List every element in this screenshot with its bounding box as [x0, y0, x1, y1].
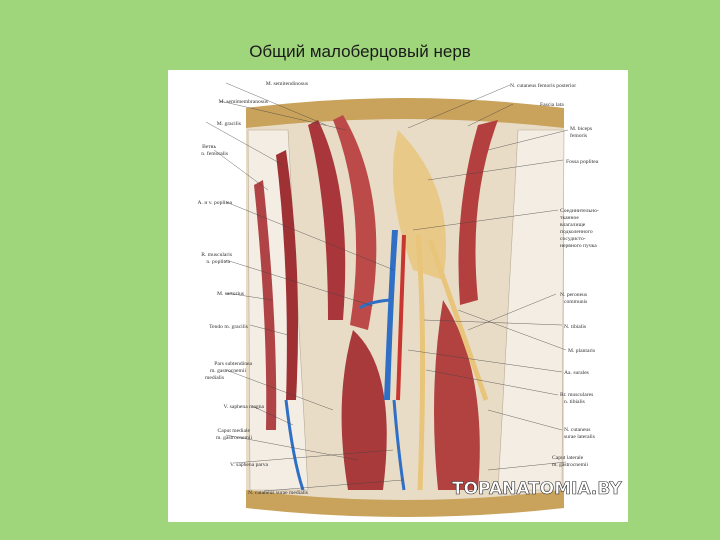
- watermark-logo: TOPANATOMIA.BY: [452, 479, 622, 499]
- label-fossa-poplitea: Fossa poplitea: [566, 159, 599, 165]
- vein-branch: [359, 298, 391, 310]
- gastrocnemius-lateral-head: [434, 300, 480, 490]
- slide-title: Общий малоберцовый нерв: [249, 42, 471, 61]
- label-m-sartorius: M. sartorius: [217, 291, 244, 297]
- label-rr-musculares: Rr. musculares: [560, 392, 593, 398]
- label-connective-5: сосудисто-: [560, 236, 586, 242]
- common-peroneal-nerve: [427, 239, 489, 401]
- label-n-cutaneus-femoris-posterior: N. cutaneus femoris posterior: [510, 82, 576, 89]
- label-connective-6: нервного пучка: [560, 243, 597, 249]
- leader-lines-right: [407, 84, 569, 471]
- popliteal-artery: [396, 234, 406, 401]
- label-connective-1: Соединительно-: [560, 208, 599, 214]
- label-n-cutaneus: N. cutaneus: [564, 427, 590, 433]
- label-surae-lateralis: surae lateralis: [564, 434, 595, 440]
- label-femoris: femoris: [570, 132, 587, 139]
- label-n-tibialis-2: n. tibialis: [564, 399, 585, 405]
- label-connective-3: влагалище: [560, 222, 586, 228]
- label-caput-laterale: Caput laterale: [552, 455, 584, 461]
- anatomy-figure: M. semitendinosus M. semimembranosus M. …: [168, 70, 628, 522]
- label-m-gastrocnemii-1: m. gastrocnemii: [210, 368, 246, 374]
- label-n-tibialis: N. tibialis: [564, 324, 586, 330]
- sartorius-muscle: [254, 180, 277, 430]
- lower-skin-edge: [246, 490, 564, 517]
- label-connective-4: подколенного: [560, 229, 593, 235]
- biceps-femoris-muscle: [458, 120, 498, 305]
- gastrocnemius-medial-head: [341, 330, 387, 490]
- label-a-v-poplitea: A. и v. poplitea: [198, 200, 233, 206]
- label-n-cutaneus-surae-medialis: N. cutaneus surae medialis: [248, 490, 308, 496]
- great-saphenous-vein: [284, 399, 305, 491]
- label-tendo-m-gracilis: Tendo m. gracilis: [209, 324, 248, 330]
- semitendinosus-muscle: [308, 120, 346, 320]
- label-m-semimembranosus: M. semimembranosus: [219, 99, 268, 105]
- popliteal-vein: [384, 230, 398, 400]
- small-saphenous-vein: [392, 399, 406, 491]
- label-v-saphena-magna: V. saphena magna: [224, 404, 265, 410]
- popliteal-fossa-illustration: M. semitendinosus M. semimembranosus M. …: [198, 81, 623, 517]
- label-n-femoralis: n. femoralis: [201, 150, 228, 157]
- label-branch: Ветвь: [202, 144, 216, 150]
- label-m-biceps: M. biceps: [570, 126, 592, 132]
- label-m-semitendinosus: M. semitendinosus: [266, 81, 308, 87]
- gracilis-muscle: [276, 150, 299, 400]
- label-caput-mediale: Caput mediale: [218, 428, 251, 434]
- fascia-right: [497, 129, 565, 491]
- tibial-nerve: [415, 234, 426, 491]
- label-m-gastrocnemii-3: m. gastrocnemii: [552, 462, 588, 468]
- label-communis: communis: [564, 299, 587, 305]
- label-aa-surales: Aa. surales: [564, 370, 589, 376]
- label-medialis: medialis: [205, 375, 224, 381]
- label-m-gastrocnemii-2: m. gastrocnemii: [216, 435, 252, 441]
- label-n-poplitea: n. poplitea: [206, 259, 230, 265]
- label-m-gracilis: M. gracilis: [217, 121, 241, 127]
- label-n-peroneus: N. peroneus: [560, 292, 587, 298]
- label-r-muscularis: R. muscularis: [201, 252, 232, 258]
- label-fascia-lata: Fascia lata: [540, 102, 564, 108]
- labels-left: M. semitendinosus M. semimembranosus M. …: [198, 81, 308, 496]
- label-v-saphena-parva: V. saphena parva: [230, 462, 268, 468]
- labels-right: N. cutaneus femoris posterior Fascia lat…: [510, 82, 599, 468]
- semimembranosus-muscle: [333, 115, 377, 330]
- label-connective-2: тканное: [560, 215, 579, 221]
- leader-lines-left: [205, 82, 404, 492]
- label-m-plantaris: M. plantaris: [568, 348, 595, 354]
- upper-skin-edge: [246, 98, 564, 128]
- label-pars-subtendinea: Pars subtendinea: [214, 361, 252, 367]
